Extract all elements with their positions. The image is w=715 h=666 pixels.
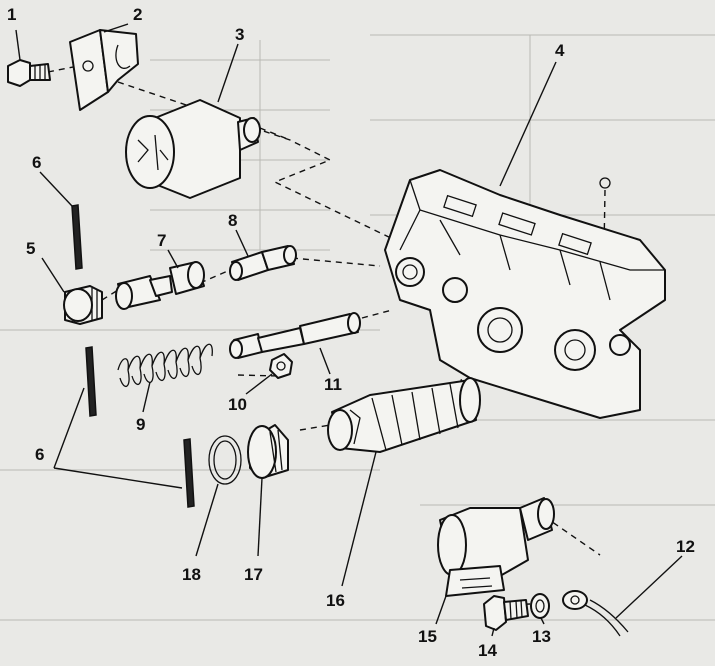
part-7-valve-spool <box>115 261 205 310</box>
part-8-small-valve <box>229 245 297 281</box>
callout-15: 15 <box>418 627 437 646</box>
part-12-wire-lead <box>562 590 629 637</box>
part-1-bolt <box>7 59 51 87</box>
callout-5: 5 <box>26 239 35 258</box>
part-10-nut <box>269 353 293 379</box>
callout-18: 18 <box>182 565 201 584</box>
part-6-retaining-pins <box>71 204 195 508</box>
callout-10: 10 <box>228 395 247 414</box>
callout-6-lower: 6 <box>35 445 44 464</box>
callout-6-upper: 6 <box>32 153 41 172</box>
callout-7: 7 <box>157 231 166 250</box>
callout-14: 14 <box>478 641 497 660</box>
part-16-filter-sleeve <box>327 377 481 453</box>
leader-lines <box>15 23 683 637</box>
callout-16: 16 <box>326 591 345 610</box>
callout-13: 13 <box>532 627 551 646</box>
callout-11: 11 <box>324 375 342 394</box>
part-17-end-cap <box>247 424 289 479</box>
part-9-spring <box>117 343 213 388</box>
callout-3: 3 <box>235 25 244 44</box>
callout-2: 2 <box>133 5 142 24</box>
callout-12: 12 <box>676 537 695 556</box>
part-18-snap-ring <box>208 435 242 485</box>
callout-8: 8 <box>228 211 237 230</box>
part-14-screw <box>483 595 529 631</box>
callout-9: 9 <box>136 415 145 434</box>
callout-1: 1 <box>7 5 16 24</box>
callout-17: 17 <box>244 565 263 584</box>
part-5-plug <box>63 285 103 325</box>
callout-4: 4 <box>555 41 565 60</box>
part-15-shift-solenoid <box>437 497 555 597</box>
part-4-valve-body <box>384 169 666 419</box>
part-3-solenoid <box>125 99 261 199</box>
part-13-washer <box>530 593 550 619</box>
part-2-bracket <box>69 29 139 111</box>
callout-labels: 1 2 3 4 5 6 6 7 8 9 10 11 12 13 14 15 16… <box>7 5 695 660</box>
part-11-pilot-valve <box>229 312 361 359</box>
